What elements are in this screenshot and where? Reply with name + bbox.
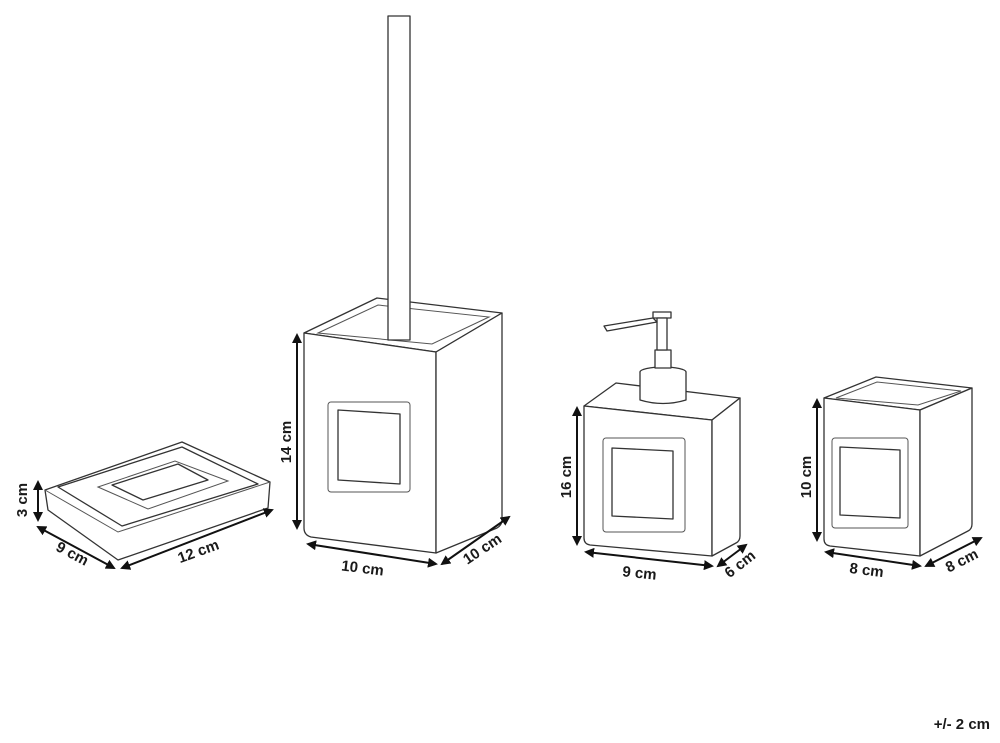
toilet-brush-width-arrow [306,540,438,568]
soap-dispenser-depth-label: 6 cm [722,547,759,581]
tumbler-width-label: 8 cm [849,560,885,581]
tumbler-width-arrow [824,548,922,570]
toilet-brush [303,15,503,554]
soap-dispenser-depth-arrow [716,543,748,568]
soap-dish-width-label: 12 cm [176,537,222,568]
tumbler-height-label: 10 cm [798,456,815,499]
soap-dispenser-height-label: 16 cm [558,456,575,499]
tolerance-note: +/- 2 cm [933,716,990,733]
soap-dish-depth-arrow [36,526,116,569]
tumbler-depth-arrow [924,537,983,567]
toilet-brush-width-label: 10 cm [340,558,384,580]
tumbler [823,376,973,557]
soap-dish-width-arrow [120,508,274,570]
soap-dish-height-label: 3 cm [14,483,31,517]
toilet-brush-height-label: 14 cm [278,421,295,464]
soap-dispenser-width-arrow [584,547,714,571]
soap-dispenser [583,311,741,557]
toilet-brush-depth-arrow [440,515,511,566]
tumbler-depth-label: 8 cm [943,546,981,577]
soap-dispenser-width-label: 9 cm [622,563,658,583]
soap-dish [44,441,271,561]
soap-dish-depth-label: 9 cm [53,538,91,569]
